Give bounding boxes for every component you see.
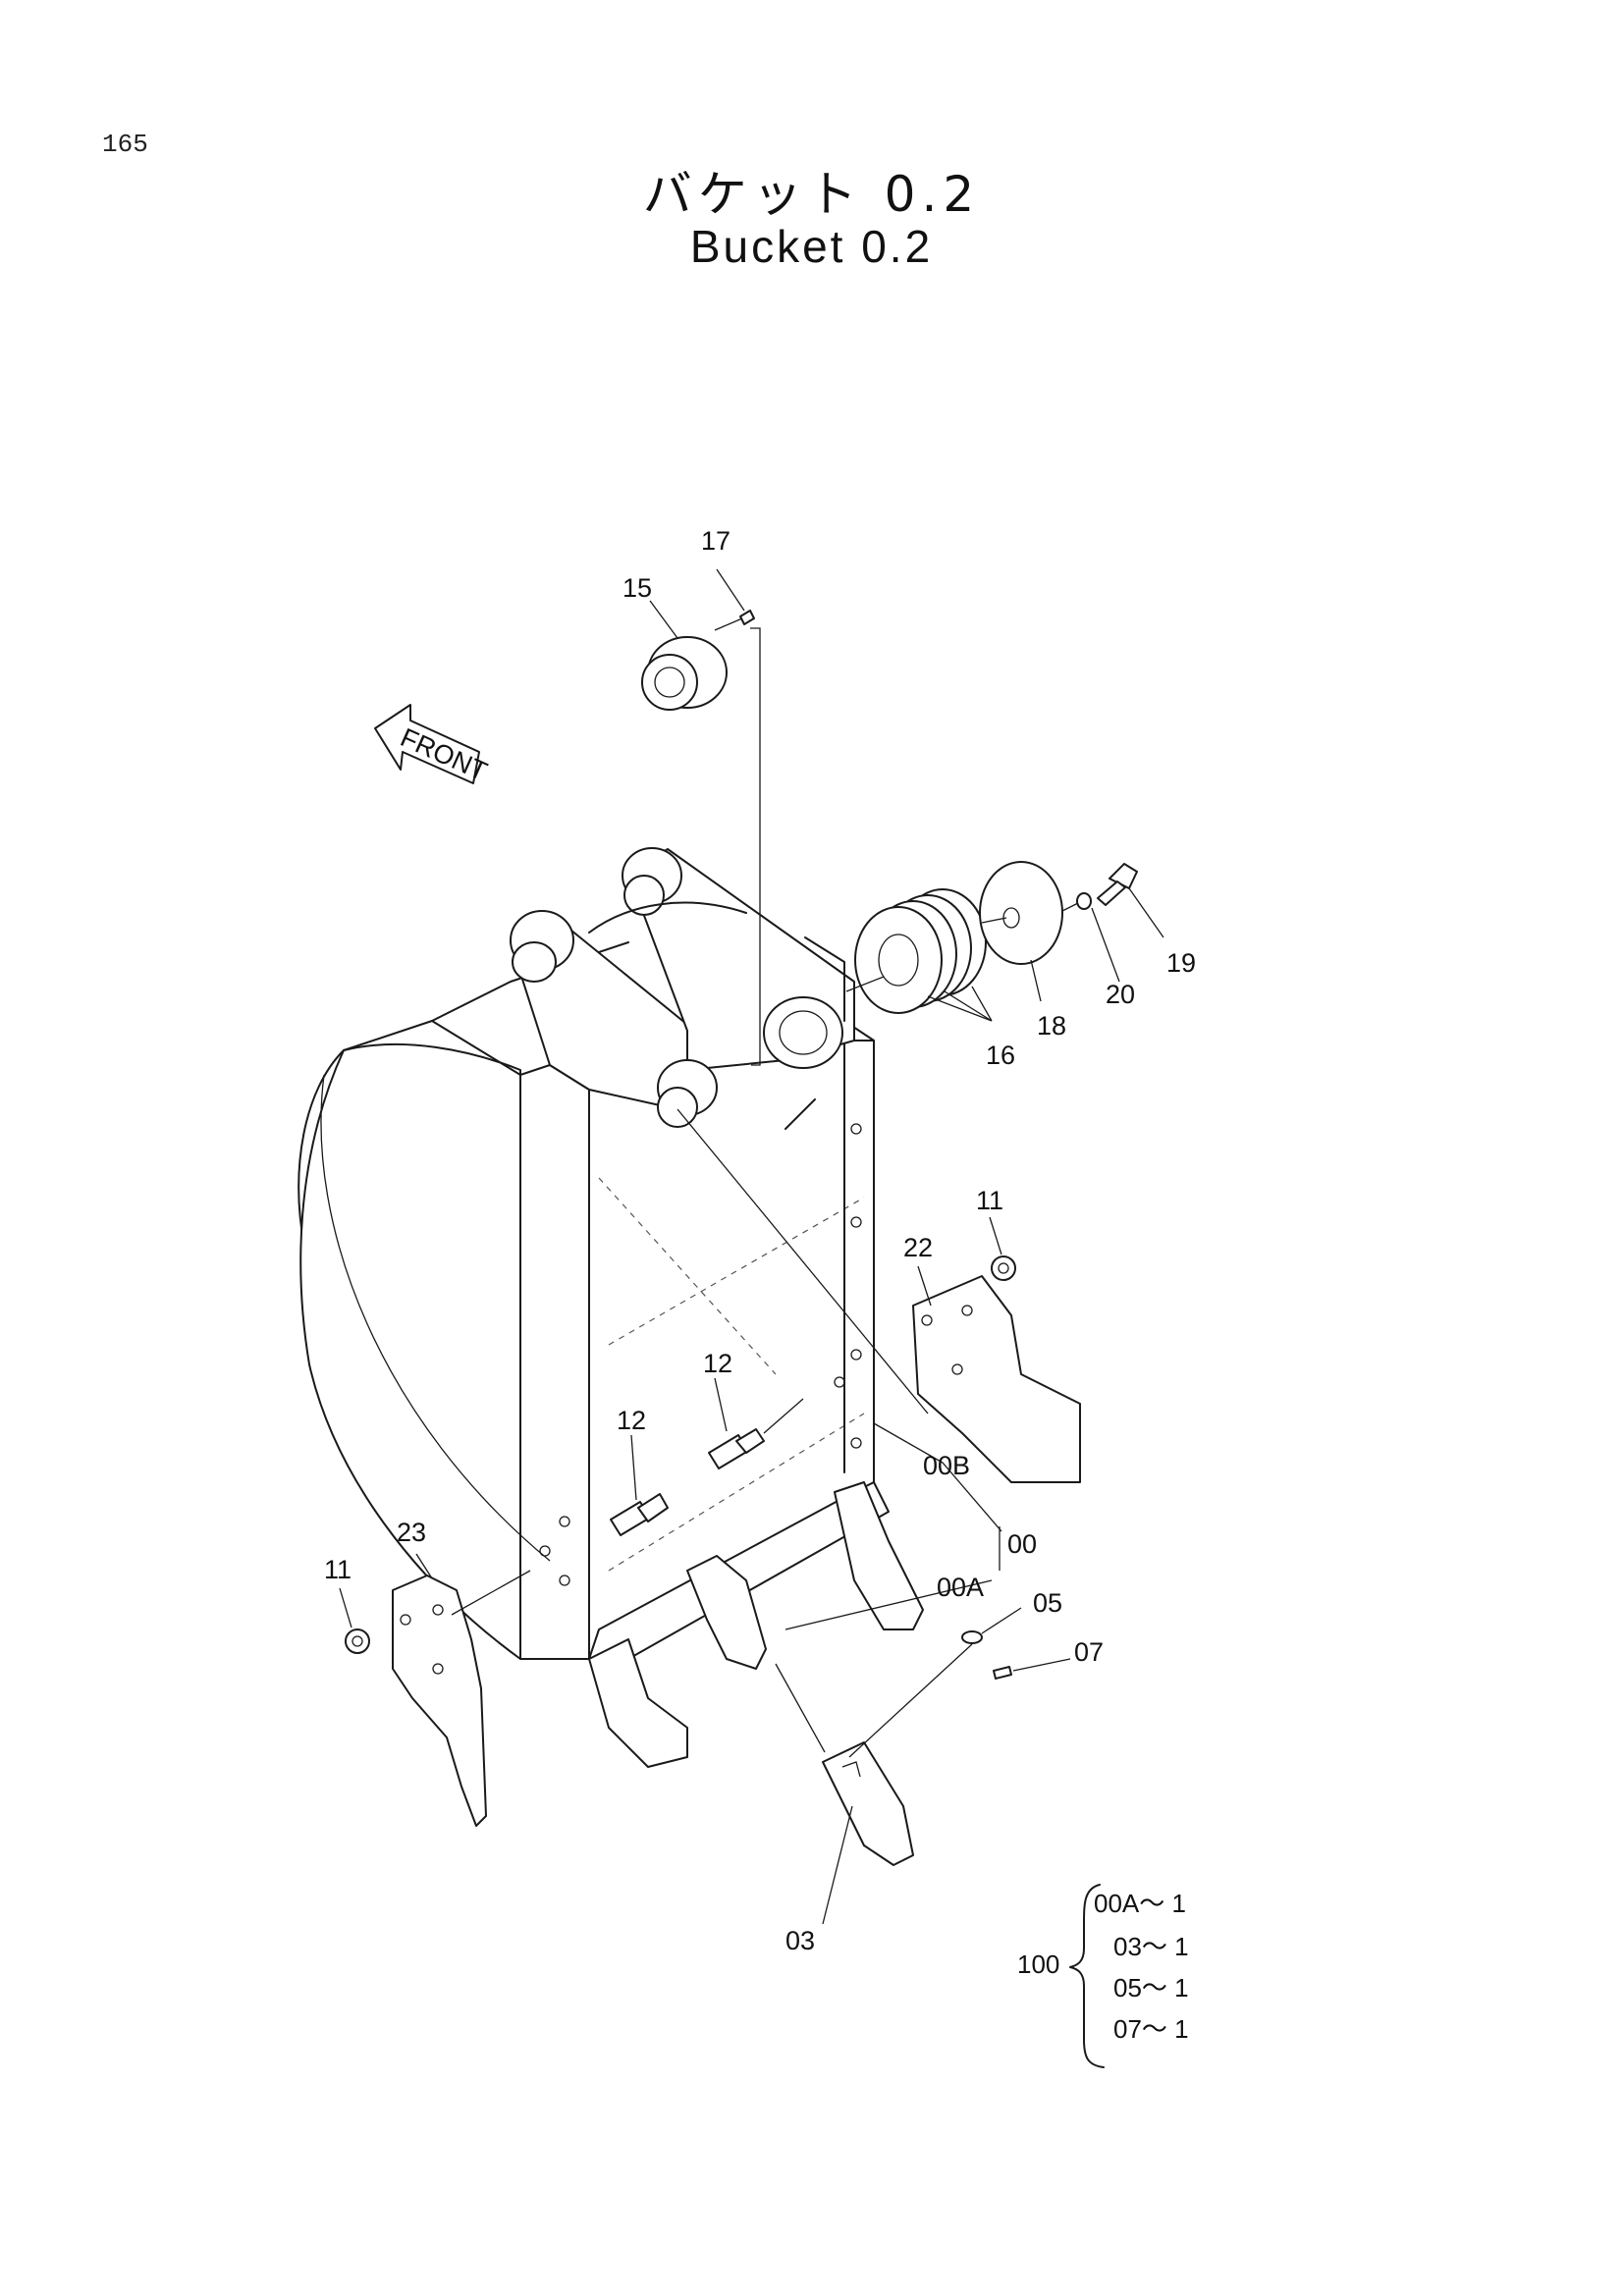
part-11-nut-right bbox=[991, 1255, 1016, 1281]
leader-lines bbox=[320, 568, 1164, 1925]
part-19-bolt bbox=[1097, 863, 1138, 906]
callout-15: 15 bbox=[622, 573, 652, 603]
part-15-boss bbox=[641, 636, 728, 711]
part-11-nut-left bbox=[345, 1629, 370, 1654]
callout-18: 18 bbox=[1037, 1011, 1066, 1041]
part-05-pin bbox=[961, 1630, 983, 1644]
callout-17: 17 bbox=[701, 526, 730, 556]
assembly-item-2: 03〜 1 bbox=[1113, 1932, 1189, 1961]
part-12-bolt-lower bbox=[610, 1493, 669, 1536]
callout-16: 16 bbox=[986, 1041, 1015, 1070]
callout-12-upper: 12 bbox=[703, 1349, 732, 1378]
callout-05: 05 bbox=[1033, 1588, 1062, 1618]
front-arrow-icon: FRONT bbox=[374, 704, 492, 786]
callout-19: 19 bbox=[1166, 948, 1196, 978]
page-number: 165 bbox=[102, 130, 148, 159]
assembly-note: 100 00A〜 1 03〜 1 05〜 1 07〜 1 bbox=[1017, 1884, 1189, 2068]
part-17-pin bbox=[714, 610, 761, 1066]
callout-22: 22 bbox=[903, 1233, 933, 1262]
assembly-code: 100 bbox=[1017, 1949, 1059, 1979]
part-22-side-cutter bbox=[912, 1275, 1081, 1483]
part-20-washer bbox=[1061, 892, 1092, 912]
callout-20: 20 bbox=[1106, 980, 1135, 1009]
callout-11-left: 11 bbox=[324, 1555, 352, 1584]
part-03-tooth bbox=[822, 1741, 914, 1866]
bucket-teeth-adapters bbox=[588, 1481, 924, 1768]
assembly-item-3: 05〜 1 bbox=[1113, 1973, 1189, 2002]
part-23-side-cutter bbox=[392, 1575, 487, 1827]
part-18-plate bbox=[979, 861, 1063, 965]
callout-12-lower: 12 bbox=[617, 1406, 646, 1435]
front-label: FRONT bbox=[396, 722, 491, 786]
part-16-shims bbox=[845, 888, 987, 1014]
bucket-mount-brackets bbox=[510, 847, 855, 1130]
callout-00B: 00B bbox=[923, 1451, 970, 1480]
callout-03: 03 bbox=[785, 1926, 815, 1955]
title-english: Bucket 0.2 bbox=[689, 221, 934, 272]
callout-23: 23 bbox=[397, 1518, 426, 1547]
callout-11-right: 11 bbox=[976, 1186, 1003, 1215]
assembly-item-4: 07〜 1 bbox=[1113, 2014, 1189, 2044]
title-japanese: バケット 0.2 bbox=[642, 166, 981, 223]
part-07-lock bbox=[993, 1666, 1012, 1680]
callout-labels: 17 15 19 20 18 16 11 22 12 12 00B 00 00A… bbox=[324, 526, 1196, 1955]
callout-07: 07 bbox=[1074, 1637, 1104, 1667]
callout-00A: 00A bbox=[937, 1573, 984, 1602]
callout-00: 00 bbox=[1007, 1529, 1037, 1559]
part-12-bolt-upper bbox=[708, 1398, 804, 1469]
assembly-item-1: 00A〜 1 bbox=[1094, 1889, 1186, 1918]
